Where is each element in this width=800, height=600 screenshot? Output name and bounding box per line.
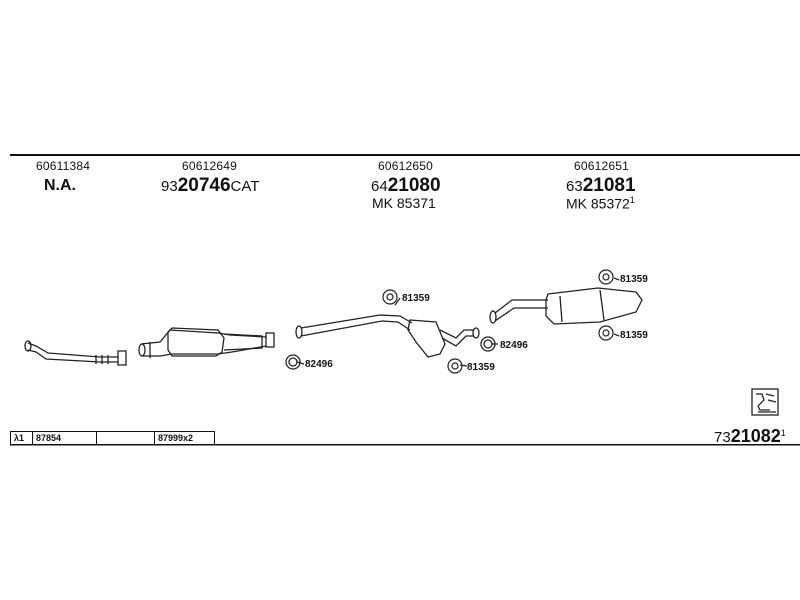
header-rule: [10, 154, 800, 156]
ref-cell: 87999x2: [158, 433, 194, 443]
catalytic-converter: [138, 327, 275, 358]
reference-table: λ1 87854 87999x2: [10, 431, 215, 445]
bolt-icon: [598, 325, 614, 341]
part-code-col4: 60612651: [574, 159, 629, 173]
ref-cell: [97, 432, 155, 444]
lambda-cell: λ1: [11, 432, 33, 444]
callout-label: 81359: [620, 274, 648, 285]
front-pipe: [24, 340, 127, 366]
manual-icon: [751, 388, 779, 416]
callout-label: 81359: [467, 362, 495, 373]
part-code-col2: 60612649: [182, 159, 237, 173]
mk-number-col4: MK 853721: [566, 195, 635, 212]
bolt-icon: [598, 269, 614, 285]
rear-silencer: [489, 287, 643, 325]
catalog-number: 73210821: [714, 426, 786, 446]
callout-label: 81359: [402, 293, 430, 304]
mk-number-col3: MK 85371: [372, 195, 436, 211]
bolt-icon: [447, 358, 463, 374]
ref-cell: 87854: [33, 432, 97, 444]
part-code-col3: 60612650: [378, 159, 433, 173]
callout-label: 82496: [500, 340, 528, 351]
part-code-col1: 60611384: [36, 159, 91, 173]
part-number-col2: 9320746CAT: [161, 175, 260, 196]
center-pipe: [295, 314, 480, 358]
not-available-label: N.A.: [44, 177, 76, 194]
bolt-icon: [382, 289, 398, 305]
part-number-col3: 6421080: [371, 175, 441, 196]
callout-label: 81359: [620, 330, 648, 341]
callout-label: 82496: [305, 359, 333, 370]
part-number-col4: 6321081: [566, 175, 636, 196]
